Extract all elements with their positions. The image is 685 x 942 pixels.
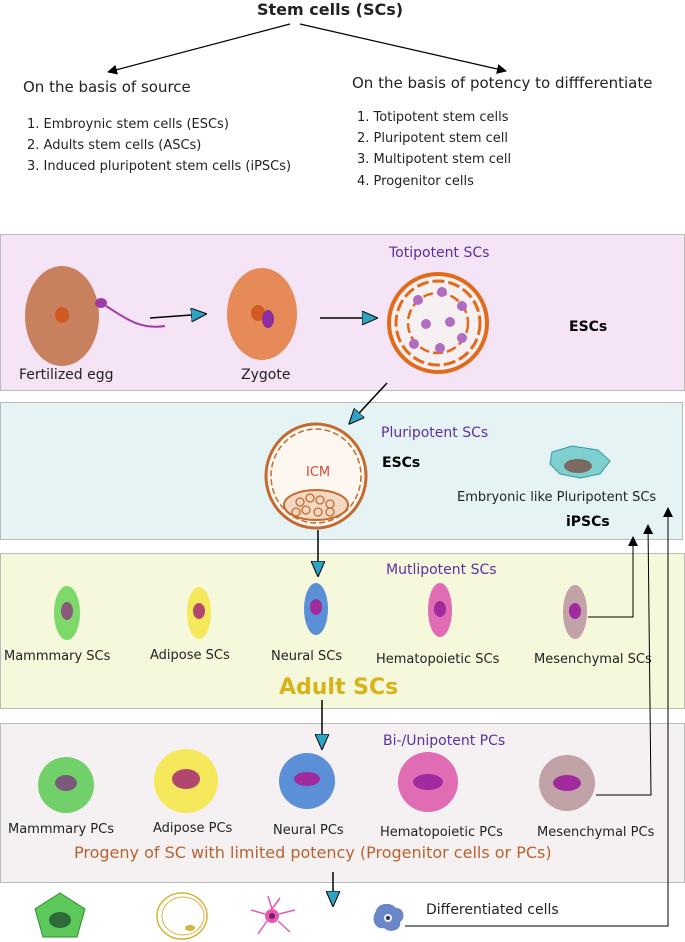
arrow-to-source [107, 23, 291, 75]
hematopoietic-sc-label: Hematopoietic SCs [376, 652, 500, 667]
pluripotent-escs-label: ESCs [382, 455, 421, 471]
neural-sc [304, 583, 328, 635]
neuron-icon [250, 895, 296, 935]
multipotent-title: Mutlipotent SCs [386, 562, 497, 578]
arrow-mesenchymal-pc-to-ipsc [596, 524, 654, 796]
source-heading: On the basis of source [23, 78, 191, 96]
arrow-egg-to-zygote [149, 314, 205, 318]
blood-cell-icon [373, 903, 404, 931]
blastocyst-cell [264, 422, 368, 530]
ipscs-label: iPSCs [566, 514, 610, 530]
potency-item-2: 2. Pluripotent stem cell [357, 131, 508, 146]
embryonic-like-label: Embryonic like Pluripotent SCs [457, 490, 657, 505]
arrow-to-potency [299, 23, 507, 74]
mammary-pc-label: Mammmary PCs [8, 822, 114, 837]
adult-scs-label: Adult SCs [279, 675, 399, 700]
mammary-pc [38, 757, 94, 813]
epithelial-cell-icon [34, 892, 86, 938]
arrow-mesenchymal-sc-to-ipsc [588, 536, 638, 618]
adipose-pc [154, 749, 218, 813]
totipotent-escs-label: ESCs [569, 319, 608, 335]
hematopoietic-pc [398, 752, 458, 812]
mesenchymal-pc-label: Mesenchymal PCs [537, 825, 655, 840]
potency-item-4: 4. Progenitor cells [357, 174, 474, 189]
adipose-sc-label: Adipose SCs [150, 648, 230, 663]
diagram-title: Stem cells (SCs) [257, 0, 404, 19]
source-item-1: 1. Embroynic stem cells (ESCs) [27, 117, 229, 132]
zygote-cell [227, 268, 297, 360]
hematopoietic-pc-label: Hematopoietic PCs [380, 825, 503, 840]
totipotent-band [0, 234, 685, 391]
pluripotent-title: Pluripotent SCs [381, 425, 489, 441]
neural-sc-label: Neural SCs [271, 649, 343, 664]
adipose-pc-label: Adipose PCs [153, 821, 233, 836]
adipocyte-icon [156, 892, 208, 940]
morula-cell [387, 272, 489, 374]
adipose-sc [187, 587, 211, 639]
mesenchymal-pc [539, 755, 595, 811]
fertilized-egg-cell [25, 266, 166, 366]
zygote-label: Zygote [241, 367, 291, 383]
ipsc-cell [549, 445, 611, 479]
progenitor-title: Bi-/Unipotent PCs [383, 733, 506, 749]
potency-item-1: 1. Totipotent stem cells [357, 110, 509, 125]
icm-label: ICM [306, 465, 331, 480]
mesenchymal-sc [563, 585, 587, 639]
mammary-sc [54, 586, 80, 640]
arrow-differentiated-to-ipsc [405, 507, 673, 927]
source-item-2: 2. Adults stem cells (ASCs) [27, 138, 202, 153]
potency-item-3: 3. Multipotent stem cell [357, 152, 512, 167]
progeny-label: Progeny of SC with limited potency (Prog… [74, 843, 552, 862]
source-item-3: 3. Induced pluripotent stem cells (iPSCs… [27, 159, 292, 174]
arrow-morula-to-blastocyst [350, 382, 388, 423]
differentiated-cells-label: Differentiated cells [426, 902, 559, 918]
neural-pc-label: Neural PCs [273, 823, 344, 838]
potency-heading: On the basis of potency to diffferentiat… [352, 74, 653, 92]
totipotent-title: Totipotent SCs [389, 245, 490, 261]
mesenchymal-sc-label: Mesenchymal SCs [534, 652, 652, 667]
neural-pc [279, 753, 335, 809]
mammary-sc-label: Mammmary SCs [4, 649, 111, 664]
fertilized-egg-label: Fertilized egg [19, 367, 114, 383]
hematopoietic-sc [428, 583, 452, 637]
